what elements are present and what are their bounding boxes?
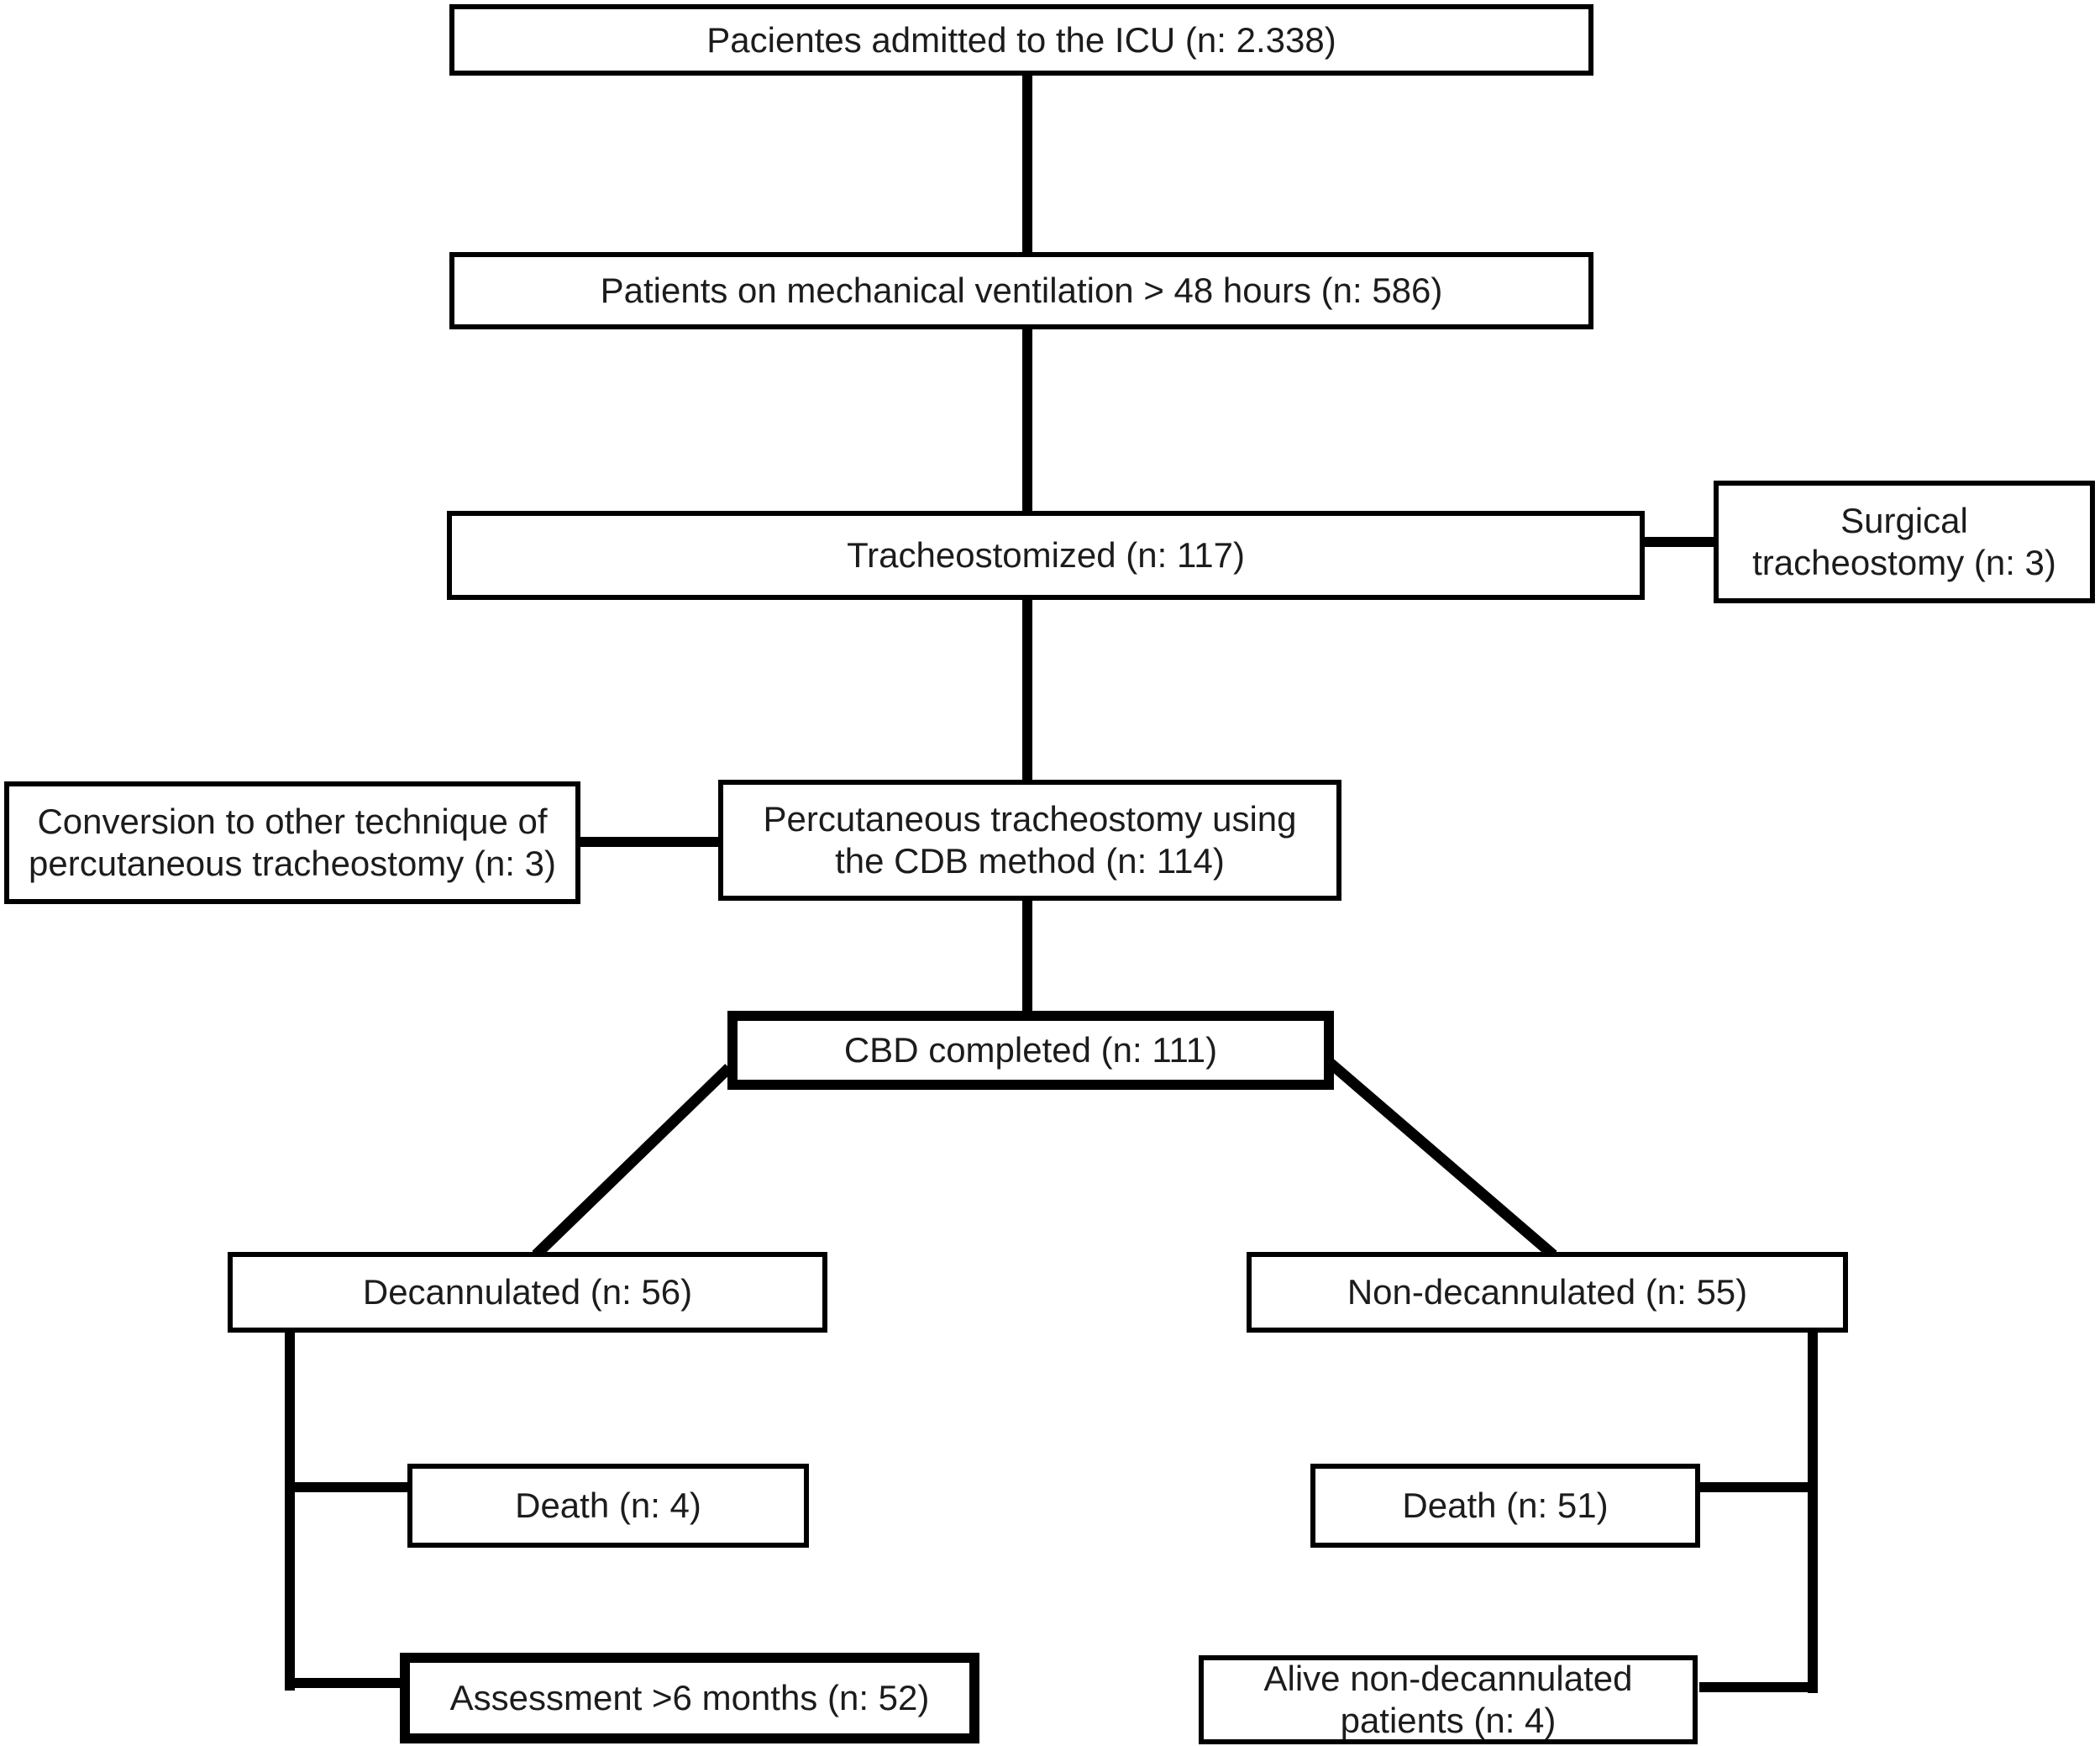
- connector-conversion-to-percutaneous: [577, 837, 722, 847]
- connector-tracheostomized-to-surgical: [1641, 537, 1717, 547]
- node-icu-admitted-label: Pacientes admitted to the ICU (n: 2.338): [706, 19, 1336, 60]
- node-tracheostomized-label: Tracheostomized (n: 117): [847, 535, 1245, 576]
- connector-percutaneous-to-cbd: [1022, 896, 1032, 1015]
- node-non-decannulated: Non-decannulated (n: 55): [1247, 1252, 1848, 1333]
- connector-cbd-to-decannulated: [532, 1064, 733, 1260]
- node-surgical-tracheostomy: Surgical tracheostomy (n: 3): [1714, 481, 2095, 603]
- node-percutaneous-cdb: Percutaneous tracheostomy using the CDB …: [718, 780, 1341, 901]
- connector-nondecannulated-down: [1808, 1329, 1818, 1693]
- connector-elbow-alive: [1699, 1682, 1818, 1692]
- node-tracheostomized: Tracheostomized (n: 117): [447, 511, 1645, 600]
- connector-branch-death-left: [290, 1482, 412, 1492]
- node-alive-non-decannulated: Alive non-decannulated patients (n: 4): [1199, 1655, 1698, 1744]
- node-decannulated-label: Decannulated (n: 56): [362, 1272, 693, 1312]
- node-conversion-other-technique-label: Conversion to other technique of percuta…: [29, 802, 556, 883]
- node-cbd-completed: CBD completed (n: 111): [727, 1011, 1334, 1090]
- node-surgical-tracheostomy-label: Surgical tracheostomy (n: 3): [1752, 501, 2056, 582]
- node-death-non-decannulated: Death (n: 51): [1310, 1464, 1700, 1548]
- node-mechanical-ventilation-label: Patients on mechanical ventilation > 48 …: [600, 271, 1443, 311]
- node-decannulated: Decannulated (n: 56): [228, 1252, 827, 1333]
- node-mechanical-ventilation: Patients on mechanical ventilation > 48 …: [449, 252, 1593, 329]
- connector-elbow-assessment: [285, 1678, 405, 1688]
- connector-decannulated-down: [285, 1329, 295, 1691]
- node-cbd-completed-label: CBD completed (n: 111): [843, 1030, 1218, 1070]
- node-assessment-6-months-label: Assessment >6 months (n: 52): [449, 1678, 930, 1718]
- node-death-decannulated-label: Death (n: 4): [515, 1486, 701, 1526]
- node-icu-admitted: Pacientes admitted to the ICU (n: 2.338): [449, 4, 1593, 76]
- node-death-decannulated: Death (n: 4): [407, 1464, 809, 1548]
- connector-branch-death-right: [1695, 1482, 1813, 1492]
- node-percutaneous-cdb-label: Percutaneous tracheostomy using the CDB …: [763, 799, 1297, 881]
- node-non-decannulated-label: Non-decannulated (n: 55): [1347, 1272, 1748, 1312]
- connector-icu-to-ventilation: [1022, 74, 1032, 255]
- connector-cbd-to-nondecannulated: [1326, 1059, 1557, 1260]
- connector-tracheostomized-to-percutaneous: [1022, 597, 1032, 785]
- node-conversion-other-technique: Conversion to other technique of percuta…: [4, 781, 580, 904]
- connector-ventilation-to-tracheostomized: [1022, 326, 1032, 514]
- node-death-non-decannulated-label: Death (n: 51): [1402, 1486, 1609, 1526]
- node-assessment-6-months: Assessment >6 months (n: 52): [400, 1653, 979, 1743]
- node-alive-non-decannulated-label: Alive non-decannulated patients (n: 4): [1263, 1659, 1633, 1740]
